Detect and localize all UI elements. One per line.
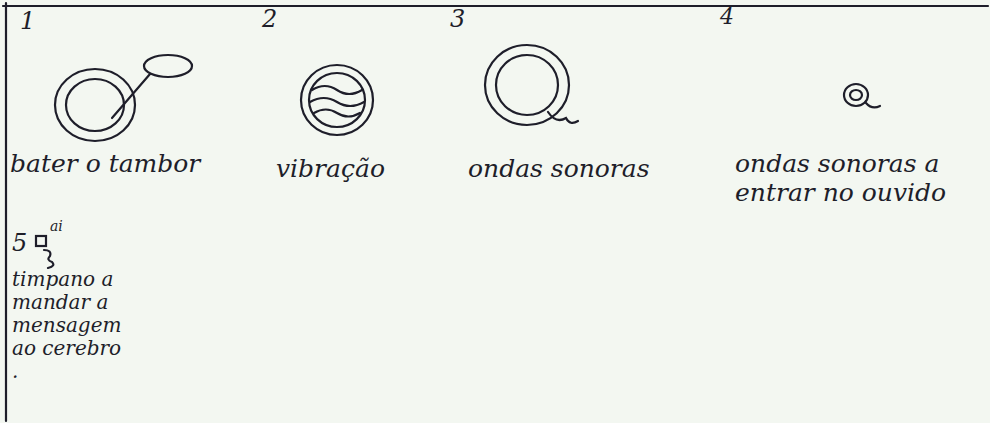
step-number: 1	[20, 8, 50, 36]
step-caption: bater o tambor	[10, 150, 230, 179]
wave-inner	[496, 55, 558, 115]
step-number: 3	[450, 6, 480, 34]
step-caption: vibração	[276, 155, 446, 184]
wave-outer	[485, 45, 569, 125]
drum-outer	[301, 65, 373, 135]
ear-squiggle	[44, 250, 53, 268]
step-caption: ondas sonoras a entrar no ouvido	[735, 150, 980, 208]
sound-note: ai	[50, 218, 80, 234]
wave-tail	[548, 112, 578, 123]
step-caption: ondas sonoras	[468, 155, 698, 184]
vibration-waves	[310, 86, 364, 117]
step-number: 2	[262, 6, 292, 34]
wave-inner	[850, 90, 862, 100]
step-number: 4	[720, 4, 750, 29]
wave-outer	[844, 84, 868, 106]
drumstick	[112, 74, 150, 118]
wave-tail	[866, 103, 880, 107]
step-caption: timpano a mandar a mensagem ao cerebro .	[12, 268, 132, 383]
drum-inner	[66, 79, 124, 131]
page-border	[3, 3, 988, 421]
drum-inner	[309, 73, 365, 127]
step-number: 5	[12, 230, 36, 258]
drumstick-head	[144, 55, 192, 77]
eardrum-square	[36, 236, 46, 246]
